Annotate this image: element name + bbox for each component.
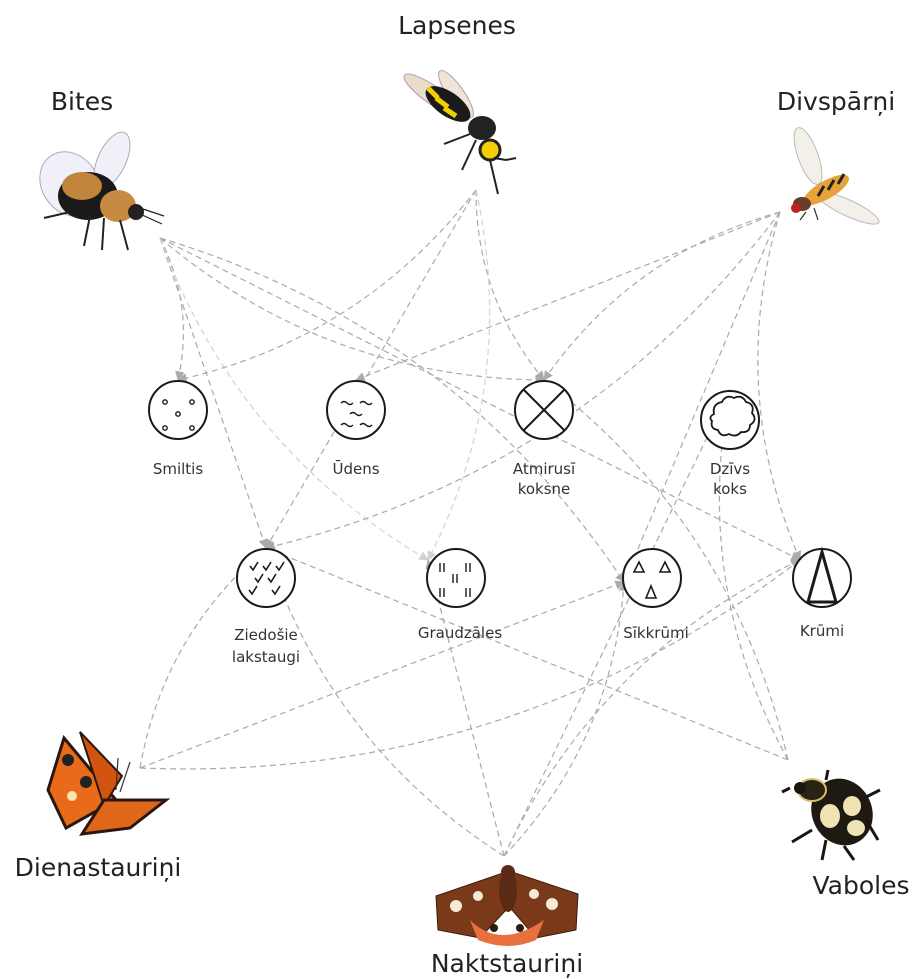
- grasses-icon: [426, 548, 486, 608]
- connection-lines: [139, 189, 802, 857]
- habitat-label: Graudzāles: [418, 624, 502, 642]
- connection-bites-to-sikkrumi: [159, 237, 625, 583]
- connection-divsparni-to-sikkrumi: [622, 211, 781, 583]
- insect-illustrations: [39, 70, 881, 946]
- connection-divsparni-to-udens: [355, 211, 781, 382]
- habitat-label: lakstaugi: [232, 648, 300, 666]
- connection-divsparni-to-krumi: [757, 211, 802, 561]
- habitat-node-atmirusi-koksne: Atmirusī koksne: [513, 380, 576, 498]
- shrubs-symbol: [806, 546, 838, 604]
- habitat-label: koksne: [518, 480, 571, 498]
- habitat-label: koks: [713, 480, 747, 498]
- connection-naktstaurini-to-sikkrumi: [503, 581, 629, 857]
- insect-label-vaboles: Vaboles: [813, 871, 910, 900]
- butterfly-icon: [46, 731, 171, 836]
- connection-naktstaurini-to-krumi: [503, 559, 801, 857]
- habitat-label: Dzīvs: [710, 460, 750, 478]
- sand-symbol: [162, 399, 195, 431]
- habitat-nodes: Smiltis Ūdens Atmirusī koksne Dzīvs: [148, 380, 852, 666]
- insect-label-bites: Bites: [51, 87, 113, 116]
- sand-icon: [148, 380, 208, 440]
- insect-labels: Bites Lapsenes Divspārņi Dienastauriņi N…: [15, 11, 910, 978]
- connection-bites-to-atmirusi_koksne: [159, 237, 545, 385]
- dead-wood-symbol: [523, 389, 565, 431]
- dwarf-shrubs-symbol: [632, 560, 672, 599]
- connection-vaboles-to-ziedosie_lakstaugi: [265, 546, 789, 761]
- habitat-label: Ūdens: [332, 459, 379, 478]
- connection-dienastaurini-to-krumi: [139, 559, 801, 770]
- flowering-herbs-symbol: [248, 561, 285, 596]
- connection-lapsenes-to-ziedosie_lakstaugi: [265, 189, 477, 549]
- habitat-label: Smiltis: [153, 460, 204, 478]
- water-icon: [326, 380, 386, 440]
- connection-lapsenes-to-smiltis: [177, 189, 477, 383]
- flowering-herbs-icon: [236, 548, 296, 608]
- habitat-node-dzivs-koks: Dzīvs koks: [700, 390, 760, 498]
- living-tree-icon: [700, 390, 760, 450]
- habitat-node-udens: Ūdens: [326, 380, 386, 478]
- connection-bites-to-graudzales: [159, 237, 429, 561]
- insect-label-divsparni: Divspārņi: [777, 87, 895, 116]
- habitat-node-sikkrumi: Sīkkrūmi: [622, 548, 689, 642]
- habitat-label: Sīkkrūmi: [623, 624, 689, 642]
- connection-lapsenes-to-graudzales: [427, 189, 491, 561]
- connection-bites-to-krumi: [159, 237, 801, 561]
- habitat-label: Krūmi: [800, 622, 844, 640]
- habitat-label: Atmirusī: [513, 460, 576, 478]
- connection-lapsenes-to-atmirusi_koksne: [475, 189, 545, 381]
- habitat-label: Ziedošie: [234, 626, 298, 644]
- living-tree-symbol: [709, 395, 756, 437]
- hoverfly-icon: [791, 127, 880, 225]
- connection-dienastaurini-to-sikkrumi: [139, 580, 625, 769]
- insect-label-naktstaurini: Naktstauriņi: [431, 949, 583, 978]
- habitat-node-krumi: Krūmi: [792, 546, 852, 640]
- shrubs-icon: [792, 548, 852, 608]
- connection-vaboles-to-atmirusi_koksne: [543, 379, 789, 761]
- connection-naktstaurini-to-dzivs_koks: [503, 389, 731, 857]
- wasp-icon: [403, 70, 517, 195]
- insect-label-lapsenes: Lapsenes: [398, 11, 516, 40]
- insect-label-dienastaurini: Dienastauriņi: [15, 853, 182, 882]
- moth-icon: [435, 865, 579, 946]
- beetle-icon: [781, 769, 881, 861]
- water-symbol: [340, 400, 373, 428]
- habitat-node-graudzales: Graudzāles: [418, 548, 502, 642]
- habitat-node-smiltis: Smiltis: [148, 380, 208, 478]
- bee-icon: [39, 131, 165, 251]
- connection-bites-to-smiltis: [159, 237, 185, 381]
- connection-bites-to-ziedosie_lakstaugi: [159, 237, 268, 549]
- grasses-symbol: [439, 563, 471, 597]
- habitat-node-ziedosie-lakstaugi: Ziedošie lakstaugi: [232, 548, 300, 666]
